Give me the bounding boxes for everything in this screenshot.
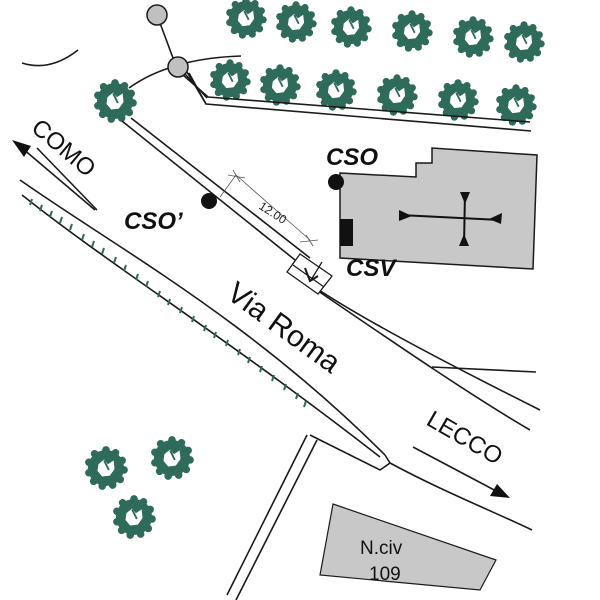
- building-house-109: [319, 503, 497, 591]
- road-edge-south: [19, 179, 386, 456]
- tree-cluster-bottom-left: [84, 435, 195, 540]
- tree-icon: [437, 78, 480, 122]
- tree-icon: [503, 20, 546, 64]
- dimension-line: [219, 169, 319, 247]
- tree-row-second: [209, 58, 538, 127]
- road-edge-como: [36, 147, 98, 211]
- dimension-label: 12.00: [256, 199, 289, 227]
- tree-icon: [150, 435, 195, 481]
- side-road-edge: [235, 439, 318, 600]
- pipe-branch: [185, 55, 242, 64]
- cso-marker: [328, 174, 344, 190]
- manhole-icon: [286, 253, 333, 295]
- tree-icon: [330, 5, 373, 49]
- tree-icon: [275, 0, 318, 44]
- side-road-edge: [226, 434, 308, 596]
- tree-icon: [452, 15, 495, 59]
- cso-prime-label: CSO’: [124, 208, 183, 235]
- csv-marker: [340, 219, 353, 246]
- tree-icon: [112, 494, 157, 540]
- tree-icon: [84, 445, 129, 491]
- tree-row-top: [225, 0, 546, 64]
- cso-label: CSO: [326, 144, 378, 171]
- direction-east-label: LECCO: [422, 406, 507, 471]
- road-edge-east: [389, 462, 533, 531]
- arrow-left-icon: [12, 140, 96, 211]
- tree-icon: [391, 9, 434, 53]
- path-edge: [182, 74, 531, 123]
- arrow-right-icon: [412, 446, 510, 498]
- pipe-line: [130, 117, 311, 259]
- tree-icon: [209, 58, 252, 102]
- tree-icon: [376, 73, 419, 117]
- road-edge-north-inner: [304, 281, 531, 431]
- side-road-edge: [431, 366, 537, 373]
- cso-prime-marker: [201, 193, 217, 209]
- cross-arrows-icon: [399, 191, 502, 247]
- road-corner: [309, 434, 392, 471]
- node-icon: [146, 4, 168, 26]
- node-icon: [167, 56, 189, 78]
- road-edge-south-inner: [21, 194, 381, 458]
- terrain-curve: [21, 49, 79, 67]
- path-edge: [188, 72, 207, 105]
- tree-icon: [259, 63, 302, 107]
- house-number-prefix: N.civ: [360, 538, 403, 559]
- building-main: [339, 147, 538, 270]
- csv-label: CSV: [346, 255, 397, 282]
- pipe-line: [121, 120, 301, 265]
- embankment-hatch: [29, 198, 307, 408]
- tree-icon: [315, 68, 358, 112]
- tree-icon: [93, 78, 138, 124]
- tree-icon: [225, 0, 268, 40]
- house-number: 109: [369, 564, 401, 585]
